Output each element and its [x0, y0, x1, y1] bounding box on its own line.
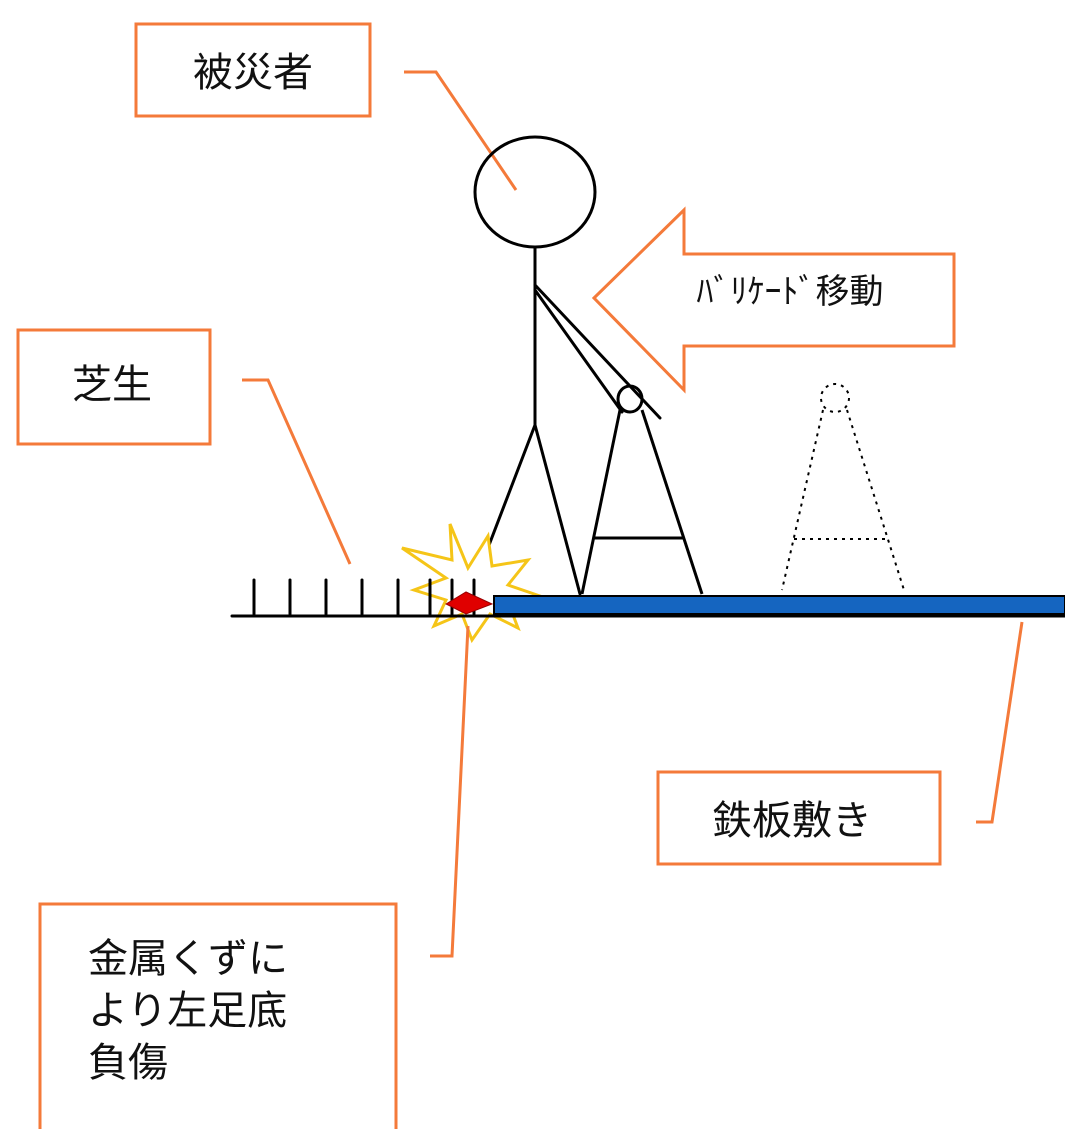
injury-callout-box — [38, 902, 398, 1129]
victim-figure — [466, 135, 662, 602]
barricade-original-top-ring — [820, 383, 850, 413]
steel-plate-callout-box — [656, 770, 942, 866]
lawn-callout-box — [16, 328, 212, 446]
victim-label: 被災者 — [193, 50, 313, 96]
impact-burst — [401, 523, 545, 644]
barricade-moving-top-ring — [616, 384, 644, 414]
barricade-move-arrow-shape — [591, 206, 956, 394]
victim-leader-line — [404, 70, 518, 191]
victim-right-leg — [533, 423, 582, 596]
lawn-label: 芝生 — [72, 362, 152, 408]
steel-plate — [493, 595, 1065, 615]
injury-label-line-2: より左足底 — [88, 988, 287, 1034]
barricade-original — [781, 383, 905, 591]
lawn-callout: 芝生 — [16, 328, 212, 446]
injury-leader-line — [430, 625, 470, 958]
victim-arm-upper — [533, 283, 662, 420]
barricade-moving-right-leg — [640, 409, 704, 595]
injury-callout: 金属くずに より左足底 負傷 — [38, 902, 398, 1129]
steel-plate-callout: 鉄板敷き — [656, 770, 942, 866]
steel-plate-leader-line — [976, 621, 1024, 824]
steel-plate-label: 鉄板敷き — [712, 798, 872, 844]
victim-head — [473, 135, 597, 249]
victim-callout-box — [134, 22, 372, 118]
lawn-leader-line — [242, 378, 352, 565]
barricade-original-right-leg — [846, 409, 905, 591]
victim-arm-lower — [533, 288, 624, 414]
barricade-original-left-leg — [781, 409, 824, 591]
victim-callout: 被災者 — [134, 22, 372, 118]
barricade-move-arrow: ﾊﾞﾘｹｰﾄﾞ移動 — [591, 206, 956, 394]
injury-label-line-3: 負傷 — [88, 1040, 168, 1086]
barricade-moving-left-leg — [580, 409, 622, 595]
barricade-moving — [580, 384, 704, 595]
barricade-move-label: ﾊﾞﾘｹｰﾄﾞ移動 — [697, 272, 884, 312]
injury-label-line-1: 金属くずに — [88, 936, 288, 982]
metal-scrap — [444, 591, 494, 615]
